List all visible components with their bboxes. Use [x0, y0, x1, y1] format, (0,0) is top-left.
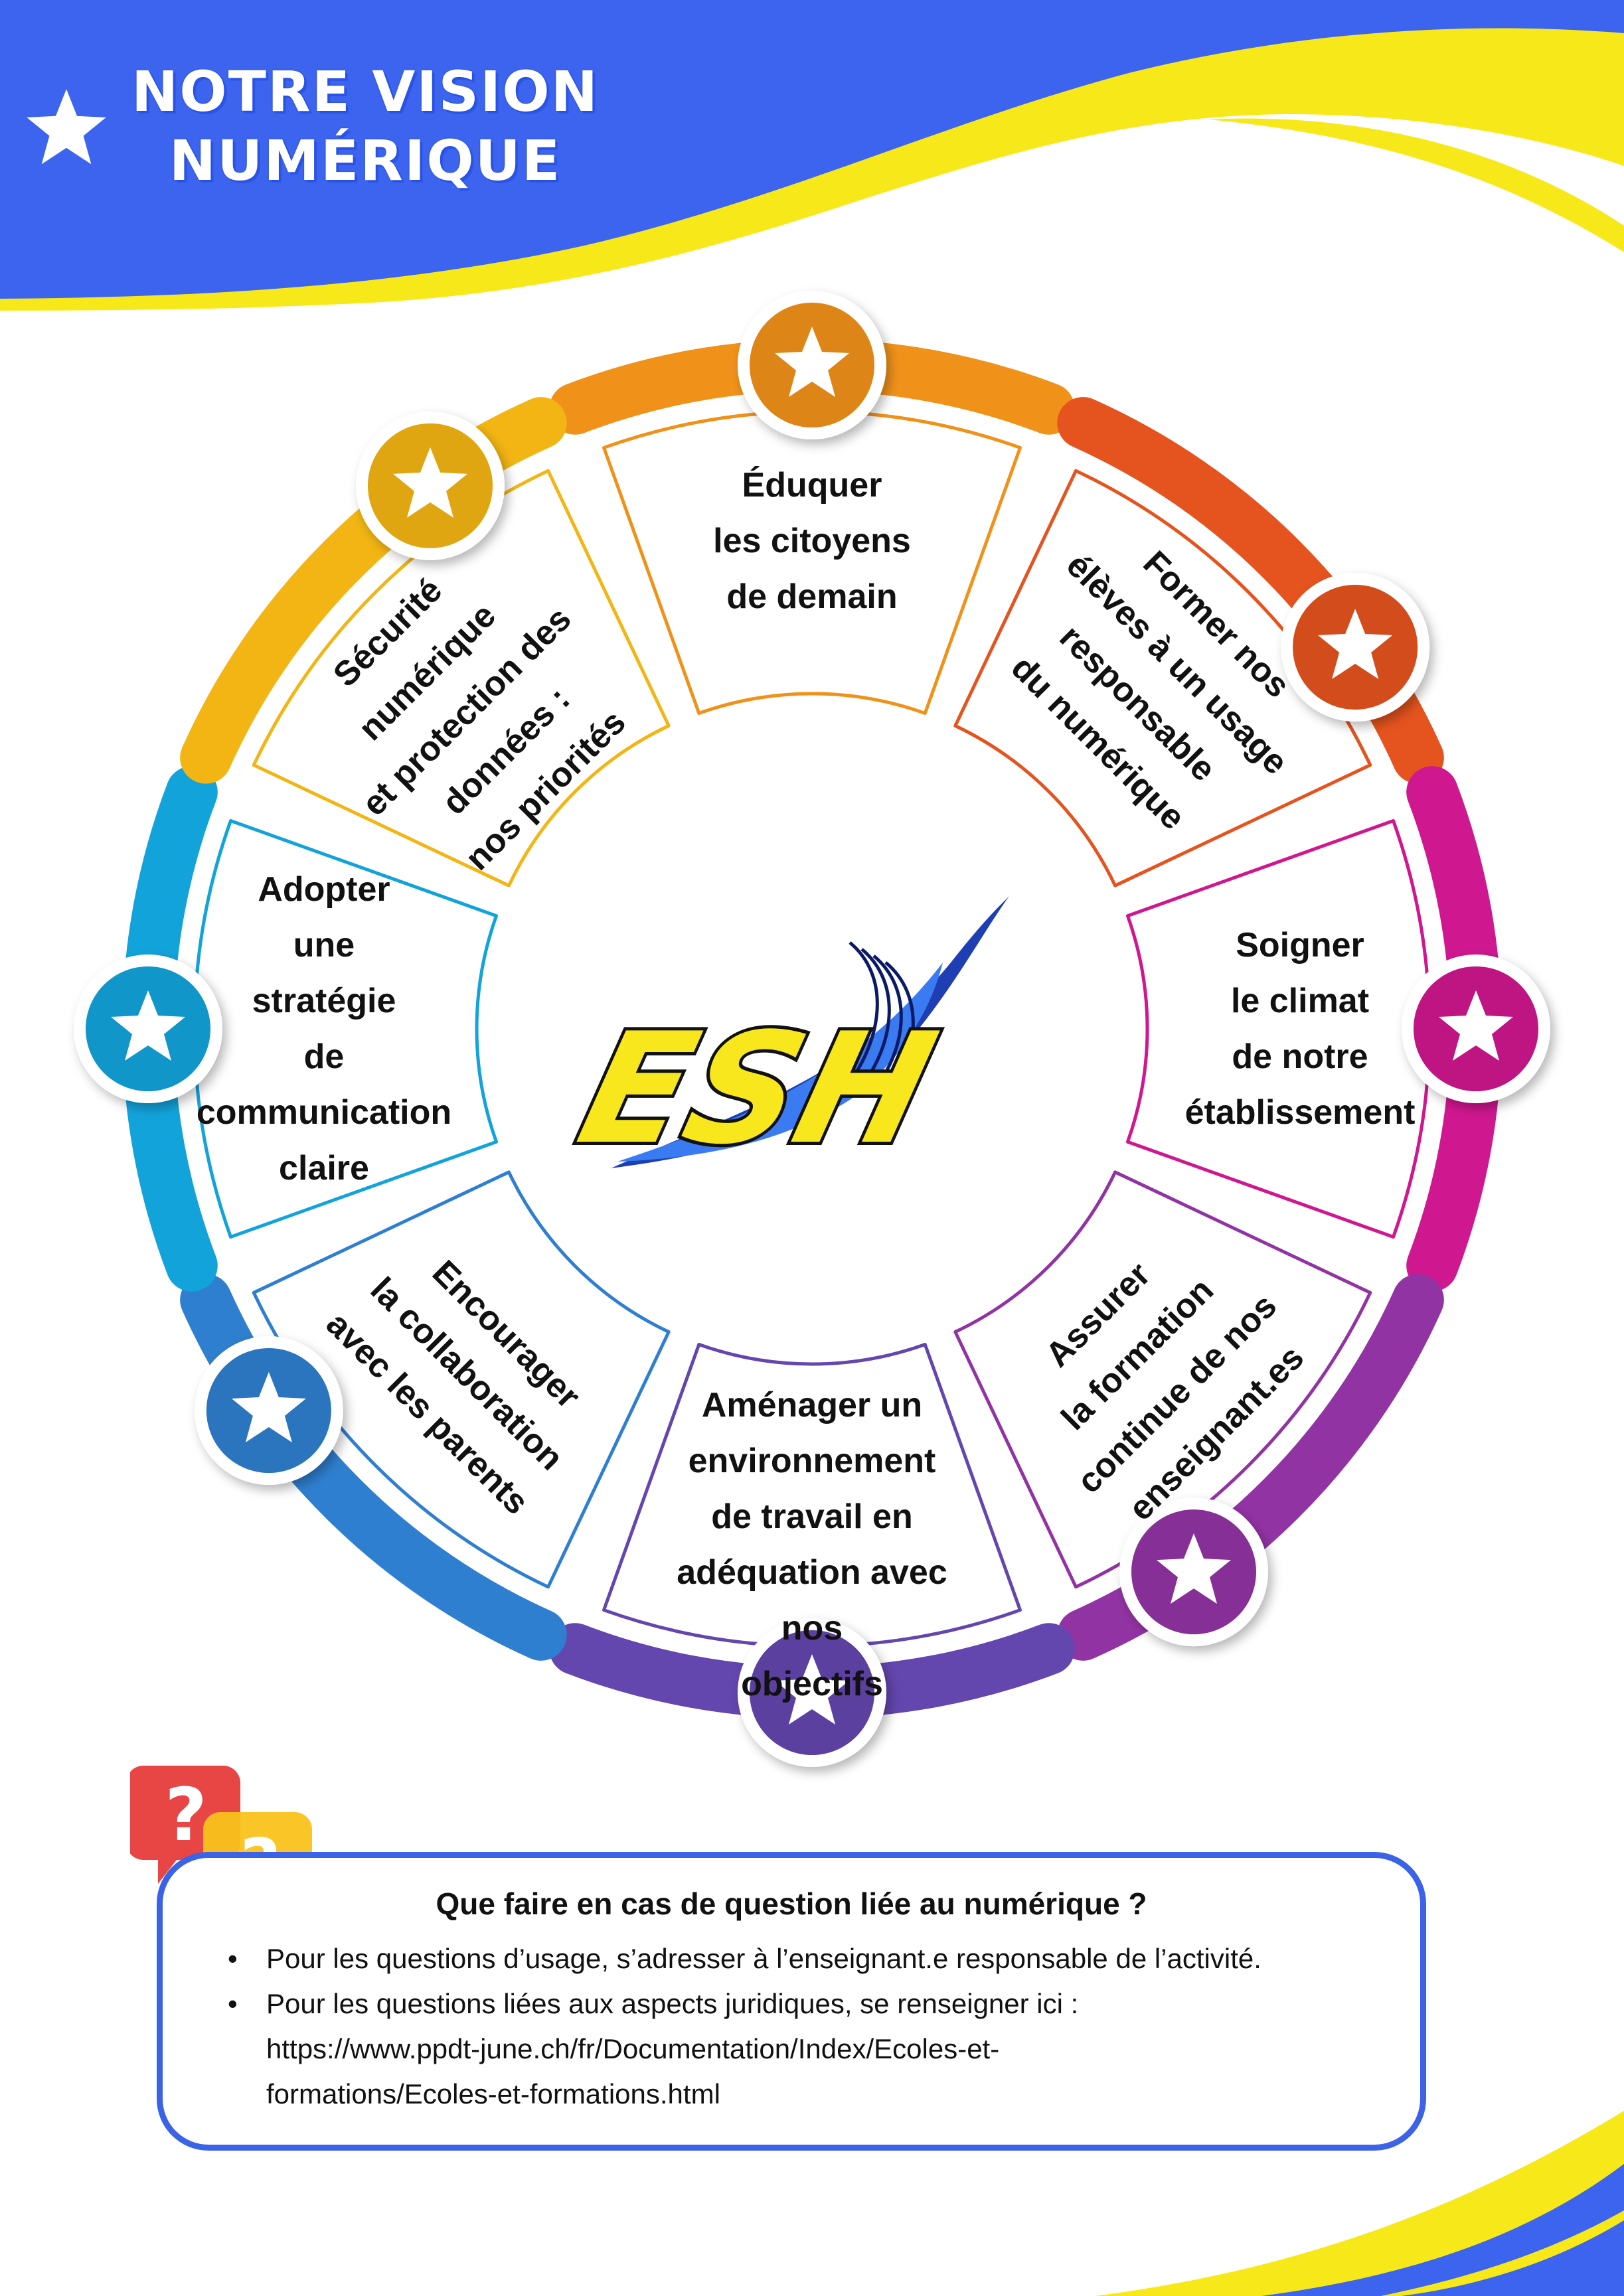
star-icon	[355, 411, 505, 560]
segment-panel	[953, 469, 1372, 887]
star-icon	[194, 1336, 343, 1486]
star-icon	[1119, 1497, 1269, 1647]
segment-panel	[602, 1342, 1022, 1648]
segment-label: Éduquer les citoyens de demain	[659, 457, 965, 625]
segment-panel	[602, 410, 1022, 716]
segment-label-line: Aménager un	[701, 1386, 923, 1424]
segment-label-line: de notre	[1232, 1037, 1368, 1076]
segment-label-line: claire	[279, 1149, 369, 1187]
segment-label: Aménager un environnement de travail en adé…	[659, 1377, 965, 1712]
star-icon	[738, 291, 886, 439]
segment-label-line: communication	[196, 1093, 452, 1132]
segment-label-line: de travail en	[711, 1497, 913, 1536]
segment-label-line: le climat	[1230, 982, 1370, 1020]
help-link[interactable]: formations/Ecoles-et-formations.html	[266, 2078, 720, 2109]
vision-segment	[1125, 766, 1550, 1292]
segment-panel	[252, 1170, 671, 1589]
title-star-icon	[24, 88, 109, 173]
segment-label-line: Soigner	[1236, 926, 1364, 964]
logo-text: ESH	[564, 1000, 951, 1178]
segment-panel	[193, 819, 499, 1239]
help-title: Que faire en cas de question liée au num…	[436, 1886, 1147, 1921]
segment-label-line: établissement	[1184, 1093, 1416, 1132]
help-box: Que faire en cas de question liée au num…	[157, 1852, 1426, 2151]
segment-label-line: de demain	[726, 577, 898, 616]
star-icon	[74, 955, 222, 1103]
bullet-icon: •	[228, 1988, 238, 2019]
vision-segment	[549, 291, 1075, 716]
segment-label-line: Adopter	[258, 870, 390, 909]
segment-label-line: de	[303, 1037, 345, 1076]
star-icon	[1402, 955, 1550, 1103]
vision-segment	[180, 1170, 671, 1661]
page-title: NOTRE VISION NUMÉRIQUE	[100, 57, 631, 195]
vision-segment	[180, 397, 671, 887]
segment-label-line: environnement	[688, 1442, 936, 1480]
title-line-1: NOTRE VISION	[131, 59, 600, 124]
vision-segment	[549, 1342, 1075, 1767]
segment-label-line: stratégie	[252, 982, 396, 1020]
segment-label-line: adéquation avec nos	[677, 1553, 947, 1647]
help-link[interactable]: https://www.ppdt-june.ch/fr/Documentatio…	[266, 2033, 1000, 2064]
vision-segment	[953, 1170, 1444, 1661]
vision-segment	[953, 397, 1444, 887]
segment-label: Soigner le climat de notre établissement	[1147, 917, 1453, 1140]
segment-label-line: objectifs	[741, 1665, 883, 1703]
help-item-text: Pour les questions liées aux aspects jur…	[266, 1988, 1079, 2019]
svg-text:?: ?	[165, 1772, 207, 1857]
title-line-2: NUMÉRIQUE	[169, 128, 562, 193]
help-item-text: Pour les questions d’usage, s’adresser à…	[266, 1943, 1261, 1974]
segment-panel	[953, 1170, 1372, 1589]
segment-panel	[1125, 819, 1431, 1239]
help-item: • Pour les questions liées aux aspects j…	[222, 1981, 1404, 2117]
bullet-icon: •	[228, 1943, 238, 1974]
star-icon	[1281, 572, 1430, 722]
segment-label-line: Éduquer	[742, 466, 882, 504]
segment-panel	[252, 469, 671, 887]
segment-label: Adopter une stratégie de communication claire	[171, 862, 477, 1196]
help-list: • Pour les questions d’usage, s’adresser…	[222, 1936, 1404, 2117]
vision-segment	[74, 766, 499, 1292]
segment-label-line: une	[293, 926, 355, 964]
help-item: • Pour les questions d’usage, s’adresser…	[222, 1936, 1404, 1981]
school-logo: ESH	[561, 896, 1009, 1182]
star-icon	[738, 1618, 886, 1767]
segment-label-line: les citoyens	[713, 522, 911, 560]
